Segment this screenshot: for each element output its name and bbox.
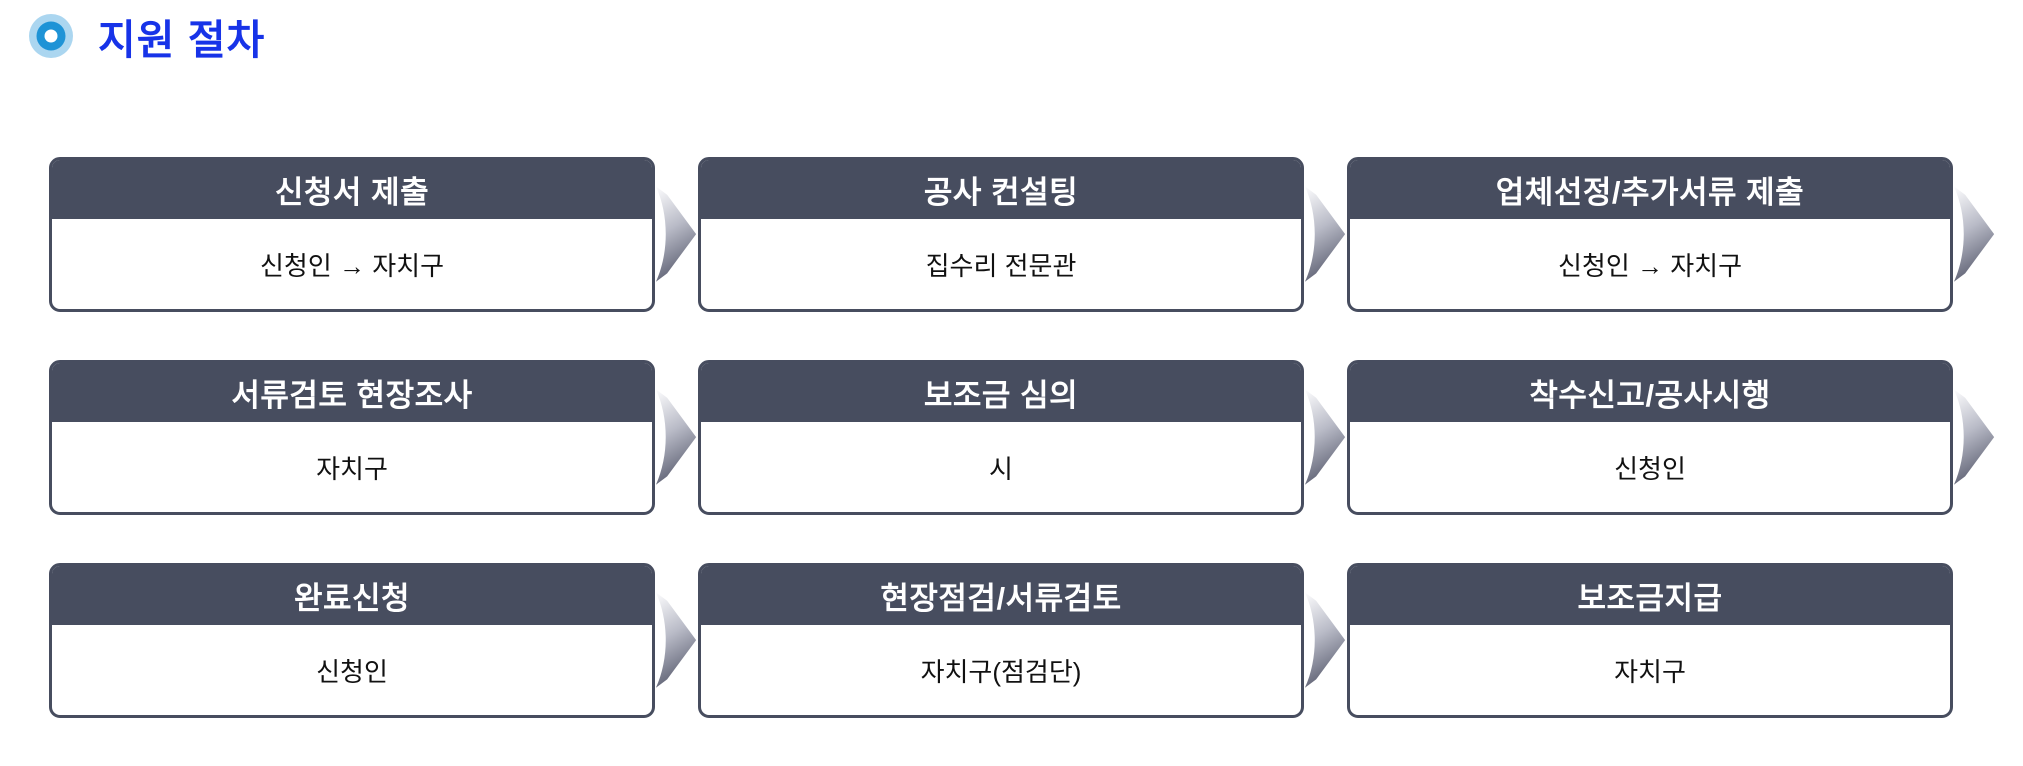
flow-arrow-icon <box>1953 385 1996 491</box>
page-title: 지원 절차 <box>98 17 266 63</box>
step-8-title: 현장점검/서류검토 <box>701 566 1301 625</box>
step-2-title: 공사 컨설팅 <box>701 160 1301 219</box>
step-card-5: 보조금 심의 시 <box>698 360 1304 515</box>
flow-arrow-icon <box>1953 182 1996 288</box>
step-3-actor: 신청인 → 자치구 <box>1558 250 1742 281</box>
step-4-title: 서류검토 현장조사 <box>52 363 652 422</box>
step-card-6: 착수신고/공사시행 신청인 <box>1347 360 1953 515</box>
flow-row-2: 서류검토 현장조사 자치구 보조금 심의 시 착수신고/공사시행 신청인 <box>49 360 1996 515</box>
flow-row-1: 신청서 제출 신청인 → 자치구 공사 컨설팅 집수리 전문관 업체선정/추가서… <box>49 157 1996 312</box>
step-card-9: 보조금지급 자치구 <box>1347 563 1953 718</box>
step-5-title: 보조금 심의 <box>701 363 1301 422</box>
flow-arrow-icon <box>655 182 698 288</box>
bullseye-icon <box>29 14 73 58</box>
step-card-8: 현장점검/서류검토 자치구(점검단) <box>698 563 1304 718</box>
flow-row-3: 완료신청 신청인 현장점검/서류검토 자치구(점검단) 보조금지급 자치구 <box>49 563 1996 718</box>
step-card-4: 서류검토 현장조사 자치구 <box>49 360 655 515</box>
step-8-actor: 자치구(점검단) <box>920 656 1082 687</box>
step-1-title: 신청서 제출 <box>52 160 652 219</box>
step-9-actor: 자치구 <box>1614 656 1686 687</box>
section-header: 지원 절차 <box>28 6 265 66</box>
step-6-actor: 신청인 <box>1614 453 1686 484</box>
step-3-title: 업체선정/추가서류 제출 <box>1350 160 1950 219</box>
step-card-1: 신청서 제출 신청인 → 자치구 <box>49 157 655 312</box>
step-5-actor: 시 <box>989 453 1013 484</box>
flow-arrow-icon <box>655 588 698 694</box>
step-card-3: 업체선정/추가서류 제출 신청인 → 자치구 <box>1347 157 1953 312</box>
flow-arrow-icon <box>1304 385 1347 491</box>
step-card-7: 완료신청 신청인 <box>49 563 655 718</box>
step-4-actor: 자치구 <box>316 453 388 484</box>
flow-arrow-icon <box>1304 182 1347 288</box>
step-7-title: 완료신청 <box>52 566 652 625</box>
step-6-title: 착수신고/공사시행 <box>1350 363 1950 422</box>
step-card-2: 공사 컨설팅 집수리 전문관 <box>698 157 1304 312</box>
step-1-actor: 신청인 → 자치구 <box>260 250 444 281</box>
flow-arrow-icon <box>1304 588 1347 694</box>
process-flow-diagram: 신청서 제출 신청인 → 자치구 공사 컨설팅 집수리 전문관 업체선정/추가서… <box>49 157 1996 766</box>
flow-arrow-icon <box>655 385 698 491</box>
step-7-actor: 신청인 <box>316 656 388 687</box>
step-9-title: 보조금지급 <box>1350 566 1950 625</box>
step-2-actor: 집수리 전문관 <box>925 250 1077 281</box>
